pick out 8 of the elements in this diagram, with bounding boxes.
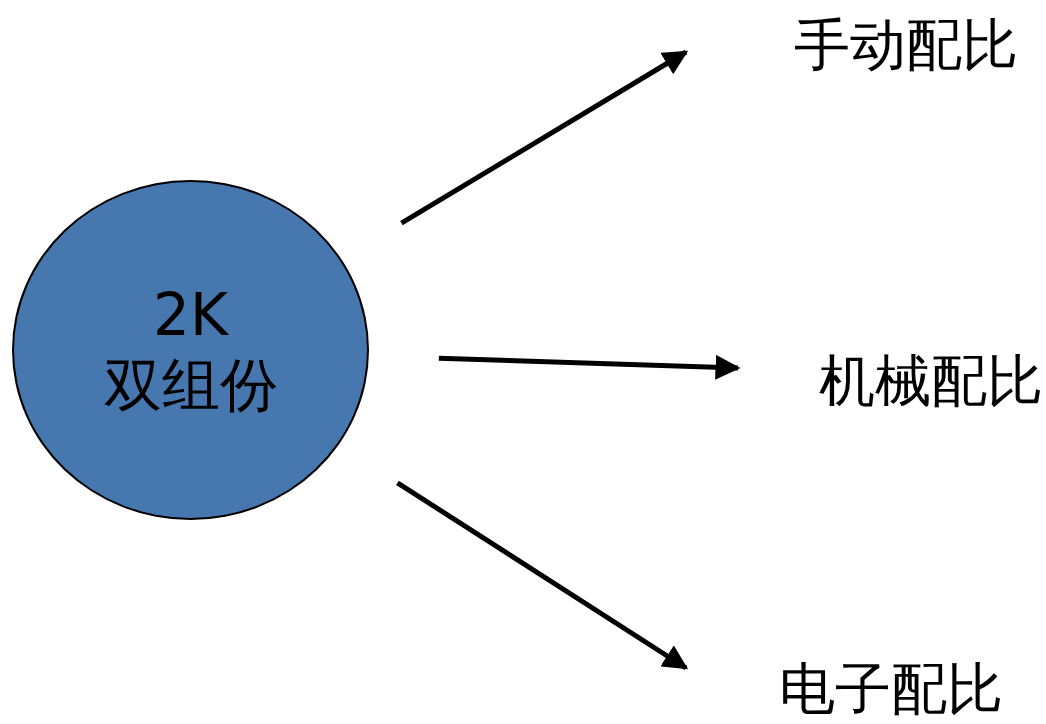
text-label: 手动配比 <box>794 17 1018 73</box>
text-label: 机械配比 <box>819 353 1043 409</box>
arrow <box>396 480 689 671</box>
arrow <box>400 49 689 226</box>
node-label: 双组份 <box>103 356 278 414</box>
arrow <box>438 354 741 380</box>
node-label: 2K <box>153 286 228 344</box>
text-label: 电子配比 <box>779 661 1003 717</box>
